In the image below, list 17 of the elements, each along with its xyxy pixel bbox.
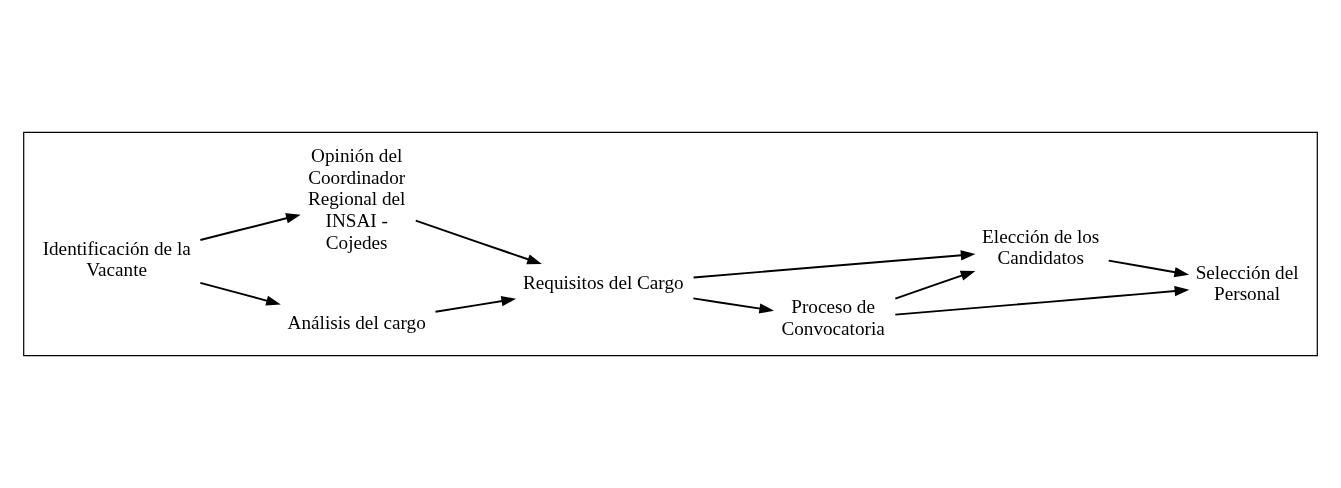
arrow [1107, 259, 1190, 278]
arrow [692, 297, 774, 314]
arrow [894, 270, 976, 300]
arrow [199, 281, 281, 306]
node-text: Identificación de la Vacante [42, 237, 191, 281]
arrow [434, 296, 517, 313]
arrow [199, 213, 301, 241]
node-text: Opinión del Coordinador Regional del INSAI - Cojedes [307, 145, 406, 253]
node-text: Requisitos del Cargo [523, 272, 684, 294]
node-text: Análisis del cargo [287, 311, 426, 333]
cluster [23, 131, 1318, 357]
node-text: Elección de los Candidatos [982, 225, 1100, 269]
arrow [894, 285, 1190, 316]
arrow [692, 250, 976, 279]
node-text: Selección del Personal [1195, 261, 1299, 305]
node-text: Proceso de Convocatoria [781, 296, 885, 339]
arrow [414, 219, 542, 265]
